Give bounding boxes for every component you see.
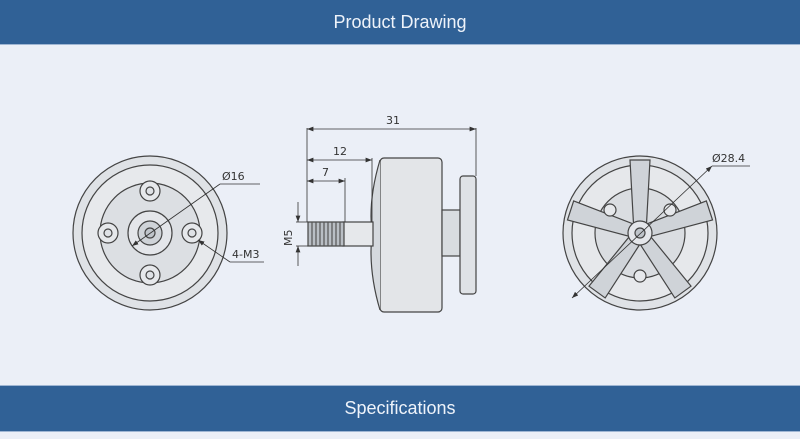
overall-length-label: 31 — [386, 114, 400, 127]
product-drawing: Ø16 4-M3 31 12 7 M5 — [72, 114, 750, 313]
section-header-product-drawing: Product Drawing — [0, 0, 800, 45]
diameter-16-label: Ø16 — [222, 170, 245, 183]
thread-length-label: 7 — [322, 166, 329, 179]
thread-size-label: M5 — [282, 230, 295, 247]
section-title: Product Drawing — [333, 12, 467, 32]
diameter-28-4-label: Ø28.4 — [712, 152, 745, 165]
mount-holes-label: 4-M3 — [232, 248, 259, 261]
section-title: Specifications — [344, 398, 456, 418]
shaft-length-label: 12 — [333, 145, 347, 158]
motor-side-view — [295, 126, 477, 313]
motor-rear-view — [562, 155, 750, 311]
section-header-specifications: Specifications — [0, 385, 800, 432]
motor-front-view — [72, 155, 264, 311]
